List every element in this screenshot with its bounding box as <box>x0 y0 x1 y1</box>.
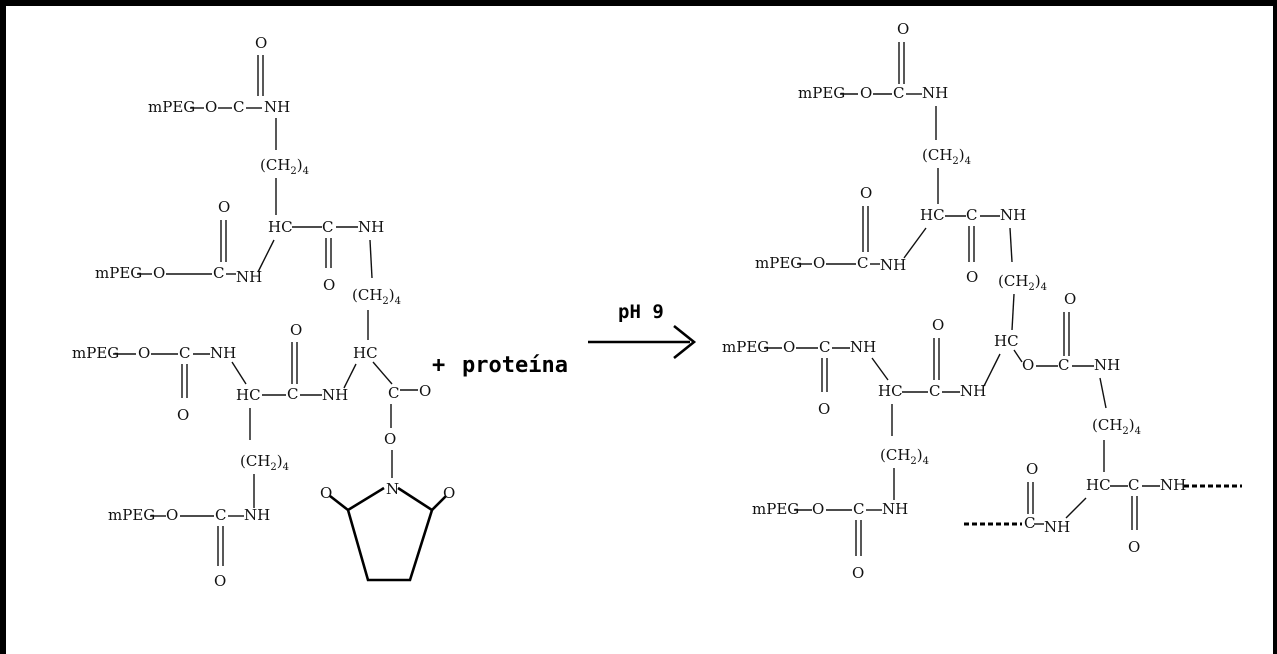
carbon-label: C <box>893 84 904 102</box>
oxygen-label: O <box>1026 460 1038 478</box>
mpeg-label: mPEG <box>722 338 769 356</box>
carbon-label: C <box>819 338 830 356</box>
carbon-label: C <box>853 500 864 518</box>
amine-label: NH <box>850 338 876 356</box>
mpeg-label: mPEG <box>108 506 155 524</box>
amine-label: NH <box>236 268 262 286</box>
oxygen-label: O <box>783 338 795 356</box>
amine-label: NH <box>322 386 348 404</box>
oxygen-label: O <box>205 98 217 116</box>
oxygen-label: O <box>166 506 178 524</box>
amine-label: NH <box>960 382 986 400</box>
carbon-label: C <box>1024 514 1035 532</box>
alpha-carbon-label: HC <box>994 332 1019 350</box>
oxygen-label: O <box>214 572 226 590</box>
amine-label: NH <box>922 84 948 102</box>
carbon-label: C <box>1128 476 1139 494</box>
oxygen-label: O <box>138 344 150 362</box>
methylene-chain-label: (CH2)4 <box>352 286 401 307</box>
oxygen-label: O <box>177 406 189 424</box>
mpeg-label: mPEG <box>95 264 142 282</box>
oxygen-label: O <box>1022 356 1034 374</box>
alpha-carbon-label: HC <box>878 382 903 400</box>
reaction-arrow-head <box>673 324 697 360</box>
amine-label: NH <box>1094 356 1120 374</box>
carbon-label: C <box>233 98 244 116</box>
amine-label: NH <box>880 256 906 274</box>
methylene-chain-label: (CH2)4 <box>922 146 971 167</box>
mpeg-label: mPEG <box>72 344 119 362</box>
oxygen-label: O <box>290 321 302 339</box>
carbon-label: C <box>213 264 224 282</box>
carbon-label: C <box>388 384 399 402</box>
amine-label: NH <box>882 500 908 518</box>
oxygen-label: O <box>323 276 335 294</box>
amine-label: NH <box>358 218 384 236</box>
oxygen-label: O <box>255 34 267 52</box>
carbon-label: C <box>322 218 333 236</box>
plus-sign: + <box>432 353 445 378</box>
alpha-carbon-label: HC <box>268 218 293 236</box>
alpha-carbon-label: HC <box>353 344 378 362</box>
methylene-chain-label: (CH2)4 <box>998 272 1047 293</box>
amine-label: NH <box>210 344 236 362</box>
alpha-carbon-label: HC <box>920 206 945 224</box>
oxygen-label: O <box>812 500 824 518</box>
carbon-label: C <box>966 206 977 224</box>
methylene-chain-label: (CH2)4 <box>880 446 929 467</box>
oxygen-label: O <box>966 268 978 286</box>
carbon-label: C <box>929 382 940 400</box>
oxygen-label: O <box>818 400 830 418</box>
mpeg-label: mPEG <box>755 254 802 272</box>
oxygen-label: O <box>320 484 332 502</box>
oxygen-label: O <box>1064 290 1076 308</box>
amine-label: NH <box>1044 518 1070 536</box>
oxygen-label: O <box>384 430 396 448</box>
oxygen-label: O <box>860 184 872 202</box>
oxygen-label: O <box>1128 538 1140 556</box>
mpeg-label: mPEG <box>148 98 195 116</box>
oxygen-label: O <box>153 264 165 282</box>
reactant-structure: mPEG O C O NH (CH2)4 HC C O NH mPEG O C … <box>72 34 455 590</box>
reaction-conditions: + proteína pH 9 <box>432 301 697 378</box>
methylene-chain-label: (CH2)4 <box>260 156 309 177</box>
nitrogen-label: N <box>386 480 399 498</box>
carbon-label: C <box>215 506 226 524</box>
amine-label: NH <box>264 98 290 116</box>
oxygen-label: O <box>813 254 825 272</box>
oxygen-label: O <box>218 198 230 216</box>
carbon-label: C <box>1058 356 1069 374</box>
methylene-chain-label: (CH2)4 <box>1092 416 1141 437</box>
mpeg-label: mPEG <box>798 84 845 102</box>
alpha-carbon-label: HC <box>1086 476 1111 494</box>
amine-label: NH <box>244 506 270 524</box>
oxygen-label: O <box>932 316 944 334</box>
alpha-carbon-label: HC <box>236 386 261 404</box>
reagent-label: proteína <box>462 353 568 378</box>
methylene-chain-label: (CH2)4 <box>240 452 289 473</box>
carbon-label: C <box>179 344 190 362</box>
oxygen-label: O <box>860 84 872 102</box>
oxygen-label: O <box>897 20 909 38</box>
ph-condition-label: pH 9 <box>618 301 664 323</box>
product-structure: mPEG O C O NH (CH2)4 HC C O NH (CH2)4 mP… <box>722 20 1242 582</box>
carbon-label: C <box>857 254 868 272</box>
oxygen-label: O <box>419 382 431 400</box>
oxygen-label: O <box>443 484 455 502</box>
amine-label: NH <box>1000 206 1026 224</box>
oxygen-label: O <box>852 564 864 582</box>
amine-label: NH <box>1160 476 1186 494</box>
carbon-label: C <box>287 385 298 403</box>
mpeg-label: mPEG <box>752 500 799 518</box>
